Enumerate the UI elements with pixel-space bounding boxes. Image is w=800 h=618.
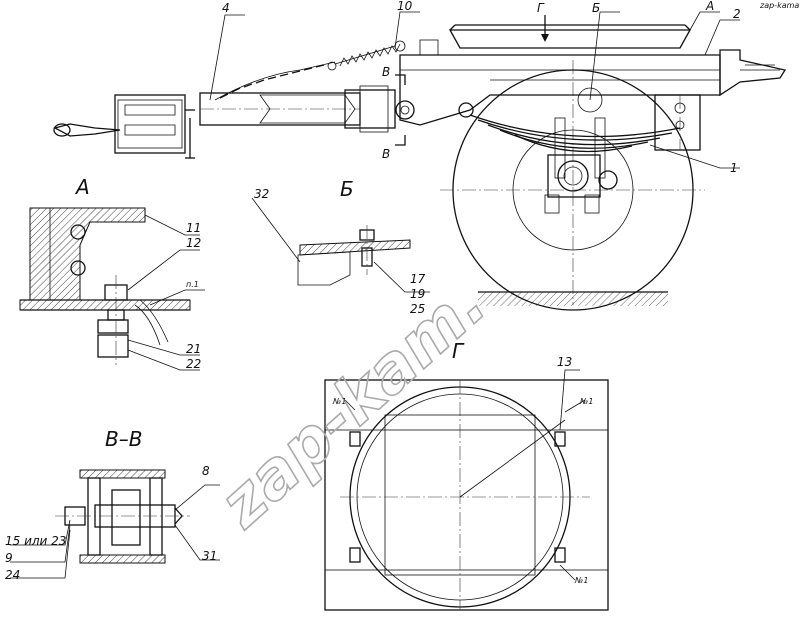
- callout-15-23: 15 или 23: [5, 534, 66, 548]
- section-marker-top: В: [382, 65, 390, 79]
- callout-13: 13: [557, 355, 572, 369]
- main-side-view: [53, 11, 787, 311]
- watermark: zap-kam.: [205, 266, 500, 542]
- callout-2: 2: [733, 7, 741, 21]
- callout-8: 8: [202, 464, 210, 478]
- view-a-title: А: [74, 175, 90, 199]
- chain: [214, 61, 337, 101]
- callout-17: 17: [410, 272, 426, 286]
- view-b-title: Б: [340, 177, 354, 201]
- callout-g-top: Г: [537, 1, 545, 15]
- leaf-spring: [469, 114, 681, 153]
- callout-22: 22: [186, 357, 201, 371]
- callout-a-top: А: [705, 0, 714, 13]
- callout-21: 21: [186, 342, 201, 356]
- callout-9: 9: [5, 551, 13, 565]
- callout-31: 31: [202, 549, 217, 563]
- callout-24: 24: [5, 568, 20, 582]
- callout-11: 11: [186, 221, 201, 235]
- callout-10: 10: [397, 0, 413, 13]
- view-b: [251, 197, 430, 293]
- corner-mark: zap-kama: [759, 1, 799, 10]
- callout-1: 1: [730, 161, 738, 175]
- callout-b-top: Б: [592, 1, 600, 15]
- section-marker-bottom: В: [382, 147, 390, 161]
- callout-25: 25: [410, 302, 425, 316]
- section-bb-title: В–В: [105, 427, 142, 451]
- view-g: [324, 369, 609, 611]
- view-g-title: Г: [452, 339, 465, 363]
- callout-p1: п.1: [186, 280, 199, 289]
- callout-12: 12: [186, 236, 201, 250]
- view-a: [19, 207, 205, 371]
- callout-no1-right: №1: [579, 397, 593, 406]
- callout-19: 19: [410, 287, 425, 301]
- section-bb: [10, 469, 220, 579]
- callout-32: 32: [254, 187, 269, 201]
- ground-hatch: [478, 292, 668, 306]
- spring-10: [334, 40, 406, 67]
- callout-no1-bottom: №1: [574, 576, 588, 585]
- callout-no1-left: №1: [332, 397, 346, 406]
- callout-4: 4: [222, 1, 230, 15]
